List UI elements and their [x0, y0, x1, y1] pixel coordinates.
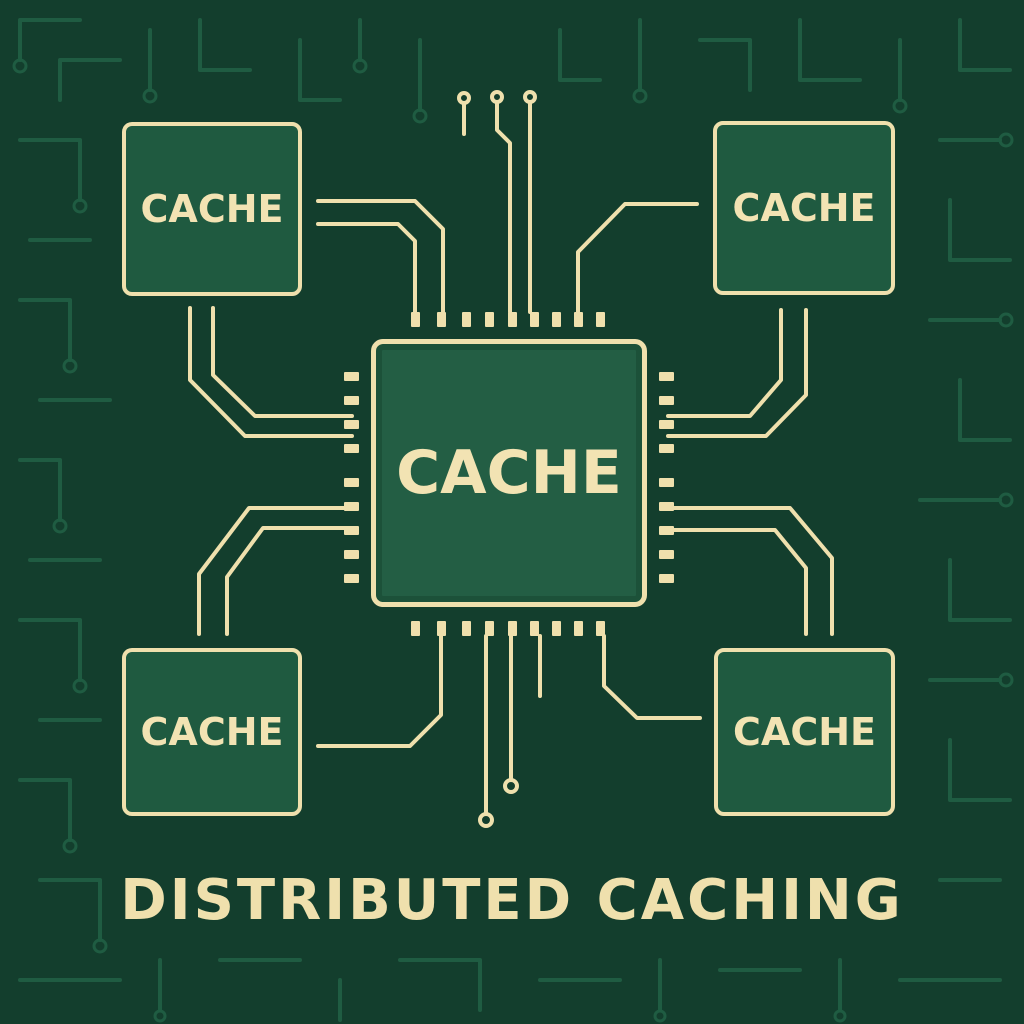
cache-node-bottom-right: CACHE: [714, 648, 895, 816]
trace-br-a: [666, 506, 834, 636]
diagram-title: DISTRIBUTED CACHING: [120, 868, 904, 933]
via-top-2: [490, 90, 504, 104]
cache-node-top-right: CACHE: [713, 121, 895, 295]
trace-tr-a: [576, 202, 699, 314]
trace-br-c: [602, 634, 702, 720]
cache-chip-label: CACHE: [396, 438, 622, 508]
via-bottom-2: [503, 778, 519, 794]
trace-top-2: [495, 101, 512, 314]
trace-bl-a: [197, 506, 354, 636]
cache-node-bottom-left: CACHE: [122, 648, 302, 816]
cache-node-label: CACHE: [732, 186, 876, 230]
cache-chip-center: CACHE: [371, 339, 647, 607]
chip-pins: [344, 312, 674, 636]
via-top-3: [523, 90, 537, 104]
trace-br-b: [666, 528, 808, 636]
trace-tl-d: [211, 306, 354, 418]
via-top-1: [457, 91, 471, 105]
cache-node-label: CACHE: [140, 187, 284, 231]
cache-node-label: CACHE: [733, 710, 876, 754]
cache-node-top-left: CACHE: [122, 122, 302, 296]
via-bottom-1: [478, 812, 494, 828]
cache-node-label: CACHE: [140, 710, 284, 754]
trace-tl-c: [188, 306, 354, 438]
trace-bl-b: [225, 526, 354, 636]
trace-tl-a: [316, 199, 445, 314]
trace-bl-c: [316, 634, 443, 748]
trace-tr-b: [666, 308, 783, 418]
trace-tr-c: [666, 308, 808, 438]
trace-tl-b: [316, 222, 417, 314]
